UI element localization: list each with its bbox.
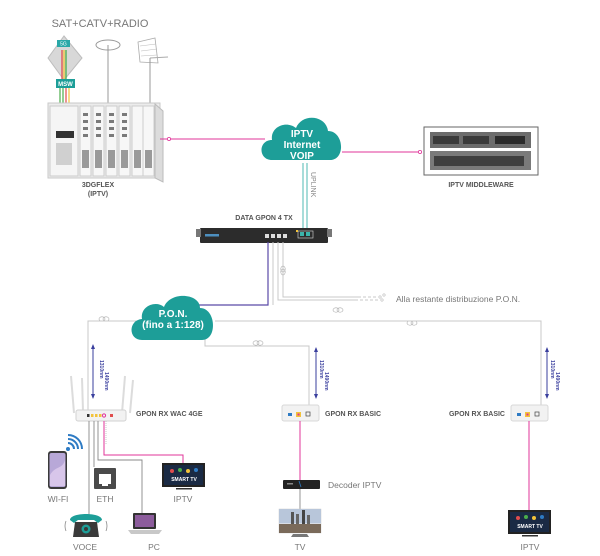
rack-module bbox=[142, 105, 155, 177]
middleware-label: IPTV MIDDLEWARE bbox=[448, 182, 514, 189]
rack-module bbox=[105, 105, 118, 177]
rack-connector bbox=[83, 113, 88, 116]
svg-text:VOIP: VOIP bbox=[290, 151, 314, 162]
rack-slot bbox=[121, 150, 128, 168]
tv-label: TV bbox=[295, 542, 306, 552]
rack-connector bbox=[122, 120, 127, 123]
svg-text:1310nm: 1310nm bbox=[549, 360, 555, 379]
ethernet-port-icon bbox=[94, 468, 116, 489]
fiber-branch-2 bbox=[277, 242, 355, 301]
laptop-icon bbox=[128, 513, 162, 534]
pon-trunk-right bbox=[215, 320, 542, 408]
rack-module bbox=[79, 105, 92, 177]
svg-text:5G: 5G bbox=[60, 42, 67, 48]
rack-slot bbox=[145, 150, 152, 168]
sources-title: SAT+CATV+RADIO bbox=[52, 18, 149, 30]
wavelength-indicator-1: 1310nm 1490nm bbox=[91, 344, 109, 399]
rack-connector bbox=[96, 127, 101, 130]
svg-text:1490nm: 1490nm bbox=[103, 372, 109, 391]
rack-connector bbox=[96, 120, 101, 123]
eth-label: ETH bbox=[97, 494, 114, 504]
ont-1-output-links bbox=[88, 421, 184, 520]
wifi-label: WI-FI bbox=[48, 494, 69, 504]
remaining-distribution-label: Alla restante distribuzione P.O.N. bbox=[396, 294, 520, 304]
ont-wac-4ge-router bbox=[70, 375, 134, 422]
rack-slot bbox=[134, 150, 141, 168]
head-end-label: 3DGFLEX bbox=[82, 182, 115, 189]
uplink-label: UPLINK bbox=[309, 172, 316, 198]
rack-connector bbox=[83, 127, 88, 130]
fm-antenna-icon bbox=[95, 39, 121, 103]
rack-module bbox=[92, 105, 105, 177]
telephone-icon bbox=[64, 514, 108, 537]
decoder-label: Decoder IPTV bbox=[328, 480, 382, 490]
pon-trunk-left bbox=[87, 320, 141, 412]
svg-text:1310nm: 1310nm bbox=[98, 360, 104, 379]
ont-basic-2 bbox=[510, 404, 549, 422]
services-cloud: IPTV Internet VOIP bbox=[261, 117, 342, 163]
svg-text:MSW: MSW bbox=[58, 82, 73, 88]
ont-1-label: GPON RX WAC 4GE bbox=[136, 411, 203, 418]
smartphone-icon bbox=[48, 451, 67, 489]
olt-device bbox=[196, 228, 332, 243]
rack-connector bbox=[109, 113, 114, 116]
rack-connector bbox=[122, 113, 127, 116]
ont-2-label: GPON RX BASIC bbox=[325, 411, 381, 418]
ont-3-label: GPON RX BASIC bbox=[449, 411, 505, 418]
set-top-box-icon bbox=[283, 480, 320, 489]
tv-icon bbox=[278, 508, 322, 537]
ont-basic-1 bbox=[281, 404, 320, 422]
svg-text:1490nm: 1490nm bbox=[554, 372, 560, 391]
rack-connector bbox=[122, 134, 127, 137]
head-end-sublabel: (IPTV) bbox=[88, 191, 108, 198]
svg-text:P.O.N.: P.O.N. bbox=[159, 309, 188, 320]
wifi-icon bbox=[66, 434, 83, 451]
rack-connector bbox=[83, 134, 88, 137]
svg-text:SMART TV: SMART TV bbox=[171, 477, 197, 483]
olt-label: DATA GPON 4 TX bbox=[235, 215, 293, 222]
svg-text:(fino a 1:128): (fino a 1:128) bbox=[142, 320, 204, 331]
iptv-middleware-servers bbox=[423, 126, 539, 176]
wavelength-indicator-2: 1310nm 1490nm bbox=[314, 347, 329, 399]
pc-label: PC bbox=[148, 542, 160, 552]
iptv-1-label: IPTV bbox=[174, 494, 193, 504]
svg-text:SMART TV: SMART TV bbox=[517, 524, 543, 530]
rack-connector bbox=[96, 134, 101, 137]
svg-text:IPTV: IPTV bbox=[291, 129, 314, 140]
rack-connector bbox=[83, 120, 88, 123]
svg-text:Internet: Internet bbox=[284, 140, 321, 151]
rack-connector bbox=[109, 127, 114, 130]
olt-to-pon-link bbox=[198, 242, 269, 306]
pon-cloud: P.O.N. (fino a 1:128) bbox=[131, 295, 214, 340]
rack-slot bbox=[82, 150, 89, 168]
wavelength-indicator-3: 1310nm 1490nm bbox=[545, 347, 560, 399]
rack-connector bbox=[122, 127, 127, 130]
svg-text:1310nm: 1310nm bbox=[318, 360, 324, 379]
rack-connector bbox=[109, 120, 114, 123]
rack-connector bbox=[96, 113, 101, 116]
iptv-2-label: IPTV bbox=[521, 542, 540, 552]
satellite-dish-icon: 5G bbox=[47, 35, 83, 81]
head-end-rack bbox=[47, 102, 164, 183]
voce-label: VOCE bbox=[73, 542, 97, 552]
msw-switch: MSW bbox=[56, 79, 75, 103]
rack-slot bbox=[95, 150, 102, 168]
rack-module bbox=[118, 105, 131, 177]
rack-connector bbox=[109, 134, 114, 137]
terrestrial-antenna-icon bbox=[137, 37, 169, 103]
smart-tv-2-icon: SMART TV bbox=[508, 510, 551, 537]
fiber-branch-3 bbox=[282, 242, 358, 298]
smart-tv-icon: SMART TV bbox=[162, 463, 205, 490]
rack-slot bbox=[108, 150, 115, 168]
svg-text:1490nm: 1490nm bbox=[323, 372, 329, 391]
